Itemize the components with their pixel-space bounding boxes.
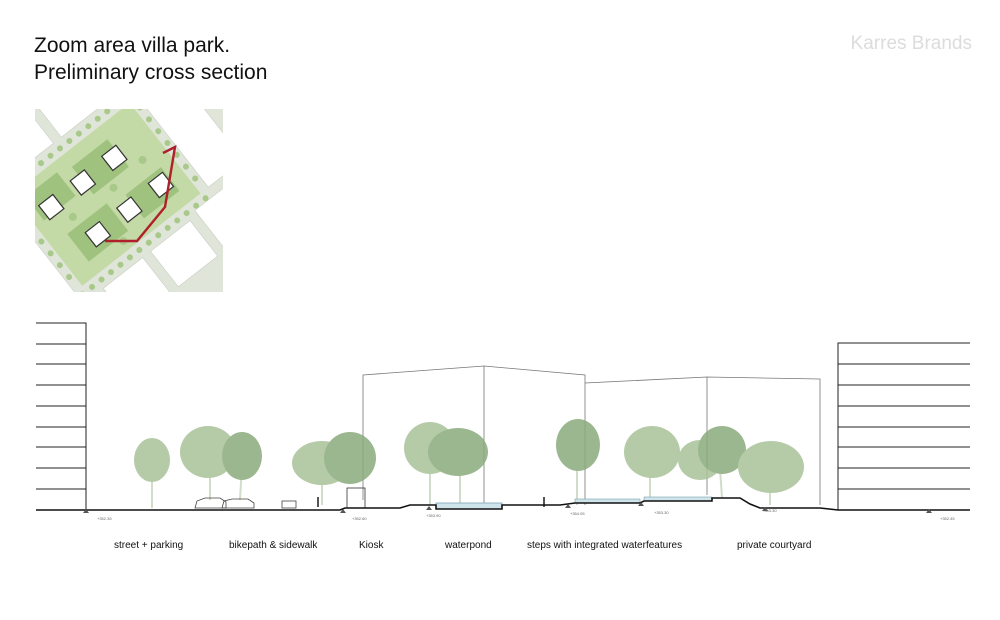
waterpond-water xyxy=(435,502,503,510)
people xyxy=(317,497,545,507)
level-label: +352.45 xyxy=(940,516,955,521)
label-street-parking: street + parking xyxy=(114,540,184,551)
cross-section-drawing: +352.35 +352.60 +353.90 +354.05 +353.30 … xyxy=(0,300,1000,530)
ground-line xyxy=(36,497,970,511)
tree-3 xyxy=(222,432,262,501)
trees xyxy=(134,419,804,508)
brand-logo-text: Karres Brands xyxy=(850,33,972,54)
title-line-1: Zoom area villa park. xyxy=(34,34,231,57)
section-cut-line xyxy=(105,144,177,243)
title-line-2: Preliminary cross section xyxy=(34,61,268,84)
level-label: +353.30 xyxy=(654,510,669,515)
level-label: +352.60 xyxy=(352,516,367,521)
level-label: +353.90 xyxy=(426,513,441,518)
site-plan-map xyxy=(35,109,223,292)
label-bikepath-sidewalk: bikepath & sidewalk xyxy=(229,540,318,551)
label-private-courtyard: private courtyard xyxy=(737,540,812,551)
level-label: +352.35 xyxy=(97,516,112,521)
label-kiosk: Kiosk xyxy=(359,540,384,551)
level-markers xyxy=(83,502,932,513)
tree-7 xyxy=(428,428,488,505)
tree-2 xyxy=(180,426,236,500)
page-title: Zoom area villa park. Preliminary cross … xyxy=(34,32,267,86)
level-marker-labels: +352.35 +352.60 +353.90 +354.05 +353.30 … xyxy=(97,508,955,521)
tree-11 xyxy=(698,426,746,499)
tree-5 xyxy=(324,432,376,484)
level-label: +353.30 xyxy=(762,508,777,513)
tree-8 xyxy=(556,419,600,505)
level-label: +354.05 xyxy=(570,511,585,516)
label-steps-waterfeatures: steps with integrated waterfeatures xyxy=(527,540,683,551)
label-waterpond: waterpond xyxy=(445,540,492,551)
right-building xyxy=(837,342,970,510)
left-building xyxy=(36,322,87,510)
kiosk-structure xyxy=(346,487,366,509)
tree-1 xyxy=(134,438,170,508)
tree-9 xyxy=(624,426,680,500)
cars xyxy=(194,497,297,509)
tree-12 xyxy=(738,441,804,505)
